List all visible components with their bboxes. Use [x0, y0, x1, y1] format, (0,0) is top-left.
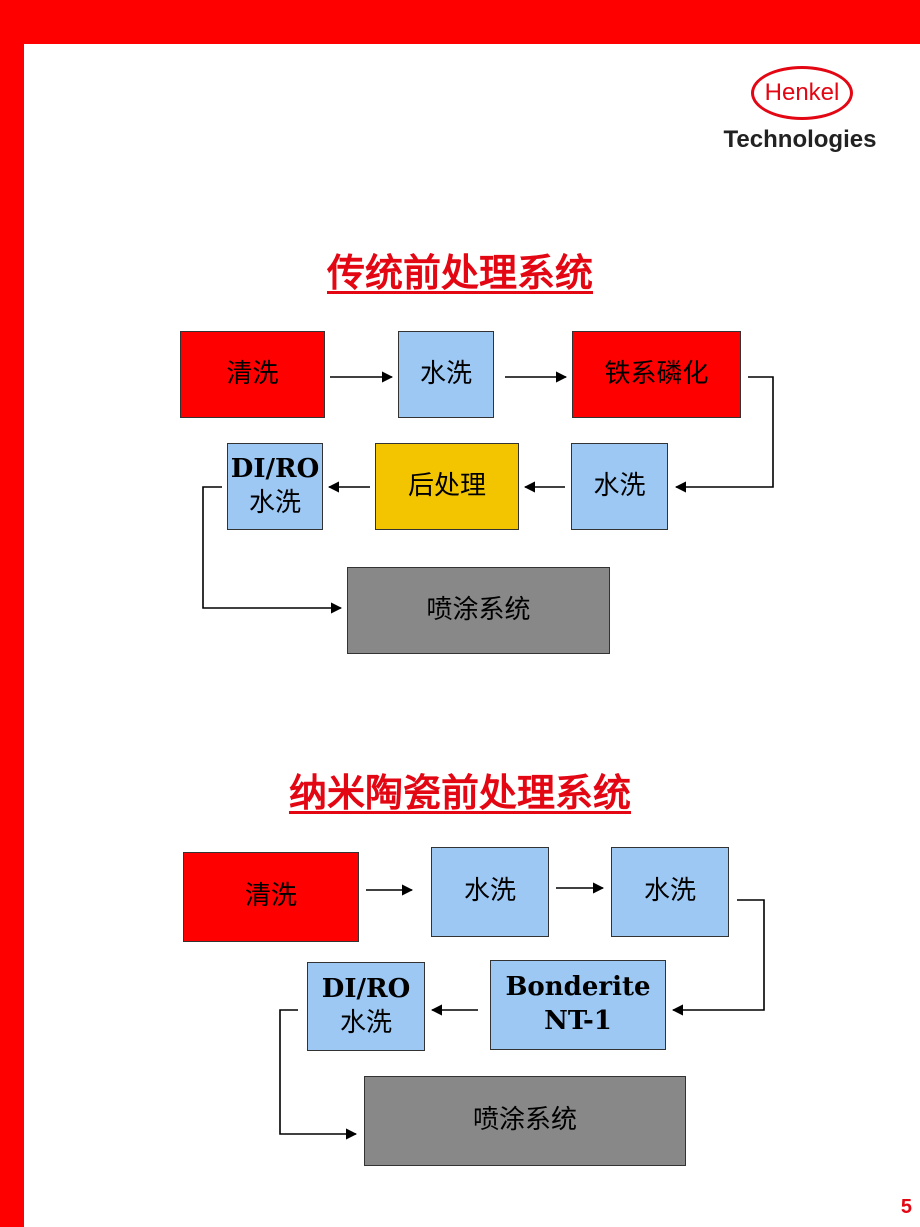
s2-rinse2-label: 水洗 [643, 876, 696, 907]
s1-rinse1-label: 水洗 [419, 358, 472, 389]
s1-arrow-iron-rinse2 [674, 376, 774, 493]
s1-post-treatment-label: 后处理 [407, 470, 486, 501]
s2-bonderite-label-line1: Bonderite [505, 972, 651, 1003]
s2-clean-box: 清洗 [183, 852, 359, 942]
logo-subtitle: Technologies [723, 126, 877, 153]
section2-title: 纳米陶瓷前处理系统 [288, 771, 631, 815]
s1-iron-phosphate-box: 铁系磷化 [572, 331, 741, 418]
s2-bonderite-label-line2: NT-1 [544, 1006, 612, 1036]
slide-frame-top [0, 0, 920, 44]
s2-arrow-diro-spray [279, 1009, 358, 1140]
s2-spray-box: 喷涂系统 [364, 1076, 686, 1166]
henkel-logo: Henkel [751, 66, 853, 120]
s1-post-treatment-box: 后处理 [375, 443, 519, 530]
slide-frame-left [0, 0, 24, 1227]
s2-diro-box: DI/RO 水洗 [307, 962, 425, 1051]
section1-title: 传统前处理系统 [326, 251, 593, 295]
s2-diro-label-line2: 水洗 [339, 1007, 392, 1038]
page-number: 5 [900, 1196, 912, 1218]
s1-clean-box: 清洗 [180, 331, 325, 418]
s2-bonderite-box: Bonderite NT-1 [490, 960, 666, 1050]
s1-rinse2-box: 水洗 [571, 443, 668, 530]
s2-spray-label: 喷涂系统 [472, 1105, 577, 1136]
s2-rinse1-label: 水洗 [463, 876, 516, 907]
s2-rinse2-box: 水洗 [611, 847, 729, 937]
s1-diro-label-line1: DI/RO [230, 453, 320, 484]
henkel-logo-text: Henkel [764, 79, 840, 106]
s1-diro-box: DI/RO 水洗 [227, 443, 323, 530]
s1-arrow-diro-spray [202, 486, 343, 614]
s1-diro-label-line2: 水洗 [248, 487, 301, 518]
s2-clean-label: 清洗 [244, 881, 297, 912]
s2-arrow-rinse2-bonderite [671, 899, 765, 1016]
s1-iron-phosphate-label: 铁系磷化 [604, 358, 709, 389]
s1-spray-label: 喷涂系统 [426, 594, 531, 625]
s1-rinse2-label: 水洗 [593, 470, 646, 501]
s1-rinse1-box: 水洗 [398, 331, 494, 418]
s1-clean-label: 清洗 [226, 358, 279, 389]
s2-diro-label-line1: DI/RO [321, 973, 411, 1004]
s2-rinse1-box: 水洗 [431, 847, 549, 937]
s1-spray-box: 喷涂系统 [347, 567, 610, 654]
